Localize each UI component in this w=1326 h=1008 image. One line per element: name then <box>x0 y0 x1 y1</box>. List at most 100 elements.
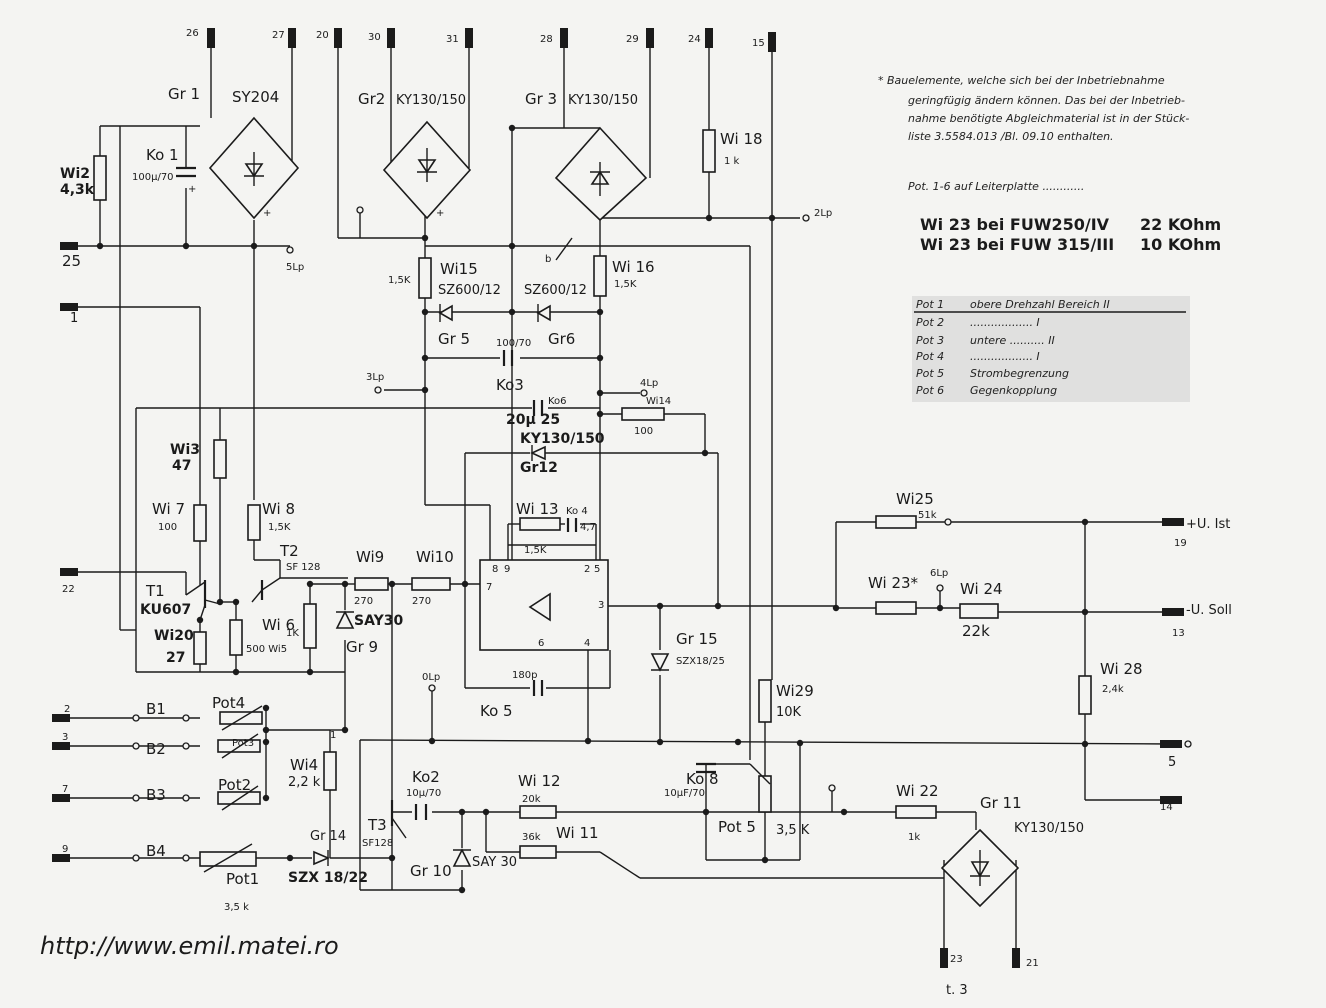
pot-table-row: Pot 1 obere Drehzahl Bereich II <box>916 298 1110 311</box>
ko6-label: Ko6 <box>548 396 567 407</box>
gr15-label: Gr 15 <box>676 630 718 648</box>
wi5-label: 500 Wi5 <box>246 644 287 655</box>
b2-label: B2 <box>146 740 166 758</box>
terminal-u-soll: -U. Soll <box>1186 603 1232 618</box>
pot-table-row: Pot 4 .................. I <box>916 350 1040 363</box>
resistor-wi28 <box>1078 675 1092 715</box>
resistor-wi29 <box>758 679 772 723</box>
testpoint-2lp: 2Lp <box>814 208 832 219</box>
wi12-label: Wi 12 <box>518 772 561 790</box>
t1-label: T1 <box>145 582 165 600</box>
b4-label: B4 <box>146 842 166 860</box>
pot-table-row: Pot 6 Gegenkopplung <box>916 384 1057 397</box>
wi23-option-b: Wi 23 bei FUW 315/III <box>920 235 1114 254</box>
gr14-type: SZX 18/22 <box>288 870 368 886</box>
gr1-label: Gr 1 <box>168 85 200 103</box>
b3-label: B3 <box>146 786 166 804</box>
test-points: 5Lp 2Lp 3Lp 4Lp 0Lp 6Lp b 1 <box>96 124 1089 894</box>
ko2-value: 10µ/70 <box>406 788 441 799</box>
t2-type: SF 128 <box>286 562 320 573</box>
wi14-value: 100 <box>634 426 653 437</box>
wi10-value: 270 <box>412 596 431 607</box>
pot-table-name: Pot 5 <box>916 367 944 380</box>
ko5-value: 180p <box>512 670 537 681</box>
wi24-value: 22k <box>962 622 990 640</box>
ko1-label: Ko 1 <box>146 146 179 164</box>
pot-table: Pot 1 obere Drehzahl Bereich II Pot 2 ..… <box>912 296 1190 402</box>
terminal-label: 29 <box>626 34 639 45</box>
resistor-wi16 <box>593 255 607 297</box>
potentiometers: Pot4 Pot3 Pot2 Pot1 3,5 k Pot 5 3,5 K <box>199 694 810 913</box>
testpoint-b: b <box>545 254 551 265</box>
wi7-label: Wi 7 <box>152 500 185 518</box>
wi29-label: Wi29 <box>776 682 814 700</box>
wi22-value: 1k <box>908 832 920 843</box>
pot-table-desc: obere Drehzahl Bereich II <box>970 298 1110 311</box>
testpoint-6lp: 6Lp <box>930 568 948 579</box>
resistor-1k <box>303 603 317 649</box>
gr11-label: Gr 11 <box>980 794 1022 812</box>
ko8-label: Ko 8 <box>686 770 719 788</box>
plus-sign: + <box>436 208 444 219</box>
note-line-3: nahme benötigte Abgleichmaterial ist in … <box>908 112 1189 125</box>
wi23-option-a: Wi 23 bei FUW250/IV <box>920 215 1110 234</box>
resistor-wi13 <box>519 517 561 531</box>
wi10-label: Wi10 <box>416 548 454 566</box>
gr6-label: Gr6 <box>548 330 575 348</box>
wi2-label: Wi2 <box>60 166 90 182</box>
terminal-1: 1 <box>70 311 78 326</box>
ko4-label: Ko 4 <box>566 506 588 517</box>
resistor-wi25 <box>875 515 917 529</box>
gr10-label: Gr 10 <box>410 862 452 880</box>
gr6-type: SZ600/12 <box>524 283 587 298</box>
pot1-value: 3,5 k <box>224 902 249 913</box>
resistor-wi22 <box>895 805 937 819</box>
resistor-wi3 <box>213 439 227 479</box>
pin-5: 5 <box>594 564 600 575</box>
diodes: SZ600/12 Gr 5 SZ600/12 Gr6 KY130/150 Gr1… <box>288 283 725 886</box>
gr1-type: SY204 <box>232 88 279 106</box>
pin-4: 4 <box>584 638 590 649</box>
pot-table-name: Pot 4 <box>916 350 944 363</box>
plus-sign: + <box>263 208 271 219</box>
wi4-value: 2,2 k <box>288 775 321 790</box>
wi23-option-b-value: 10 KOhm <box>1140 235 1221 254</box>
gr15-type: SZX18/25 <box>676 656 725 667</box>
wi8-label: Wi 8 <box>262 500 295 518</box>
gr9-label: Gr 9 <box>346 638 378 656</box>
capacitors: Ko 1 100µ/70 + 100/70 Ko3 Ko6 20µ 25 Ko … <box>132 146 719 820</box>
terminal-label: 24 <box>688 34 701 45</box>
terminal-23: 23 <box>950 954 963 965</box>
wi3-value: 47 <box>172 458 191 474</box>
gr11-type: KY130/150 <box>1014 821 1084 836</box>
wi23-option-a-value: 22 KOhm <box>1140 215 1221 234</box>
terminal-21: 21 <box>1026 958 1039 969</box>
terminal-9: 9 <box>62 844 68 855</box>
wi14-label: Wi14 <box>646 396 671 407</box>
ko3-label: Ko3 <box>496 376 524 394</box>
terminal-label: 15 <box>752 38 765 49</box>
pot-table-row: Pot 2 .................. I <box>916 316 1040 329</box>
wi28-label: Wi 28 <box>1100 660 1143 678</box>
b1-label: B1 <box>146 700 166 718</box>
terminal-3: 3 <box>62 732 68 743</box>
gr10-type: SAY 30 <box>472 855 517 870</box>
gr9-type: SAY30 <box>354 613 403 629</box>
wi18-label: Wi 18 <box>720 130 763 148</box>
wi15-value: 1,5K <box>388 275 411 286</box>
terminal-label: 27 <box>272 30 285 41</box>
terminal-2: 2 <box>64 704 70 715</box>
wi9-value: 270 <box>354 596 373 607</box>
pot-table-desc: Strombegrenzung <box>970 367 1069 380</box>
ko5-label: Ko 5 <box>480 702 513 720</box>
wi2-value: 4,3k <box>60 182 95 198</box>
wi18-value: 1 k <box>724 156 740 167</box>
top-terminals: 26 27 20 30 31 28 29 24 15 <box>186 28 776 52</box>
bridge-gr11: Gr 11 KY130/150 <box>940 794 1084 908</box>
bridge-gr3: Gr 3 KY130/150 <box>525 90 648 222</box>
wi20-label: Wi20 <box>154 628 194 644</box>
pot-table-row: Pot 5 Strombegrenzung <box>916 367 1069 380</box>
right-terminals: +U. Ist 19 -U. Soll 13 5 14 <box>1160 517 1232 813</box>
resistor-wi2 <box>93 155 107 201</box>
transistors: T1 KU607 T2 SF 128 T3 SF128 <box>140 542 407 849</box>
